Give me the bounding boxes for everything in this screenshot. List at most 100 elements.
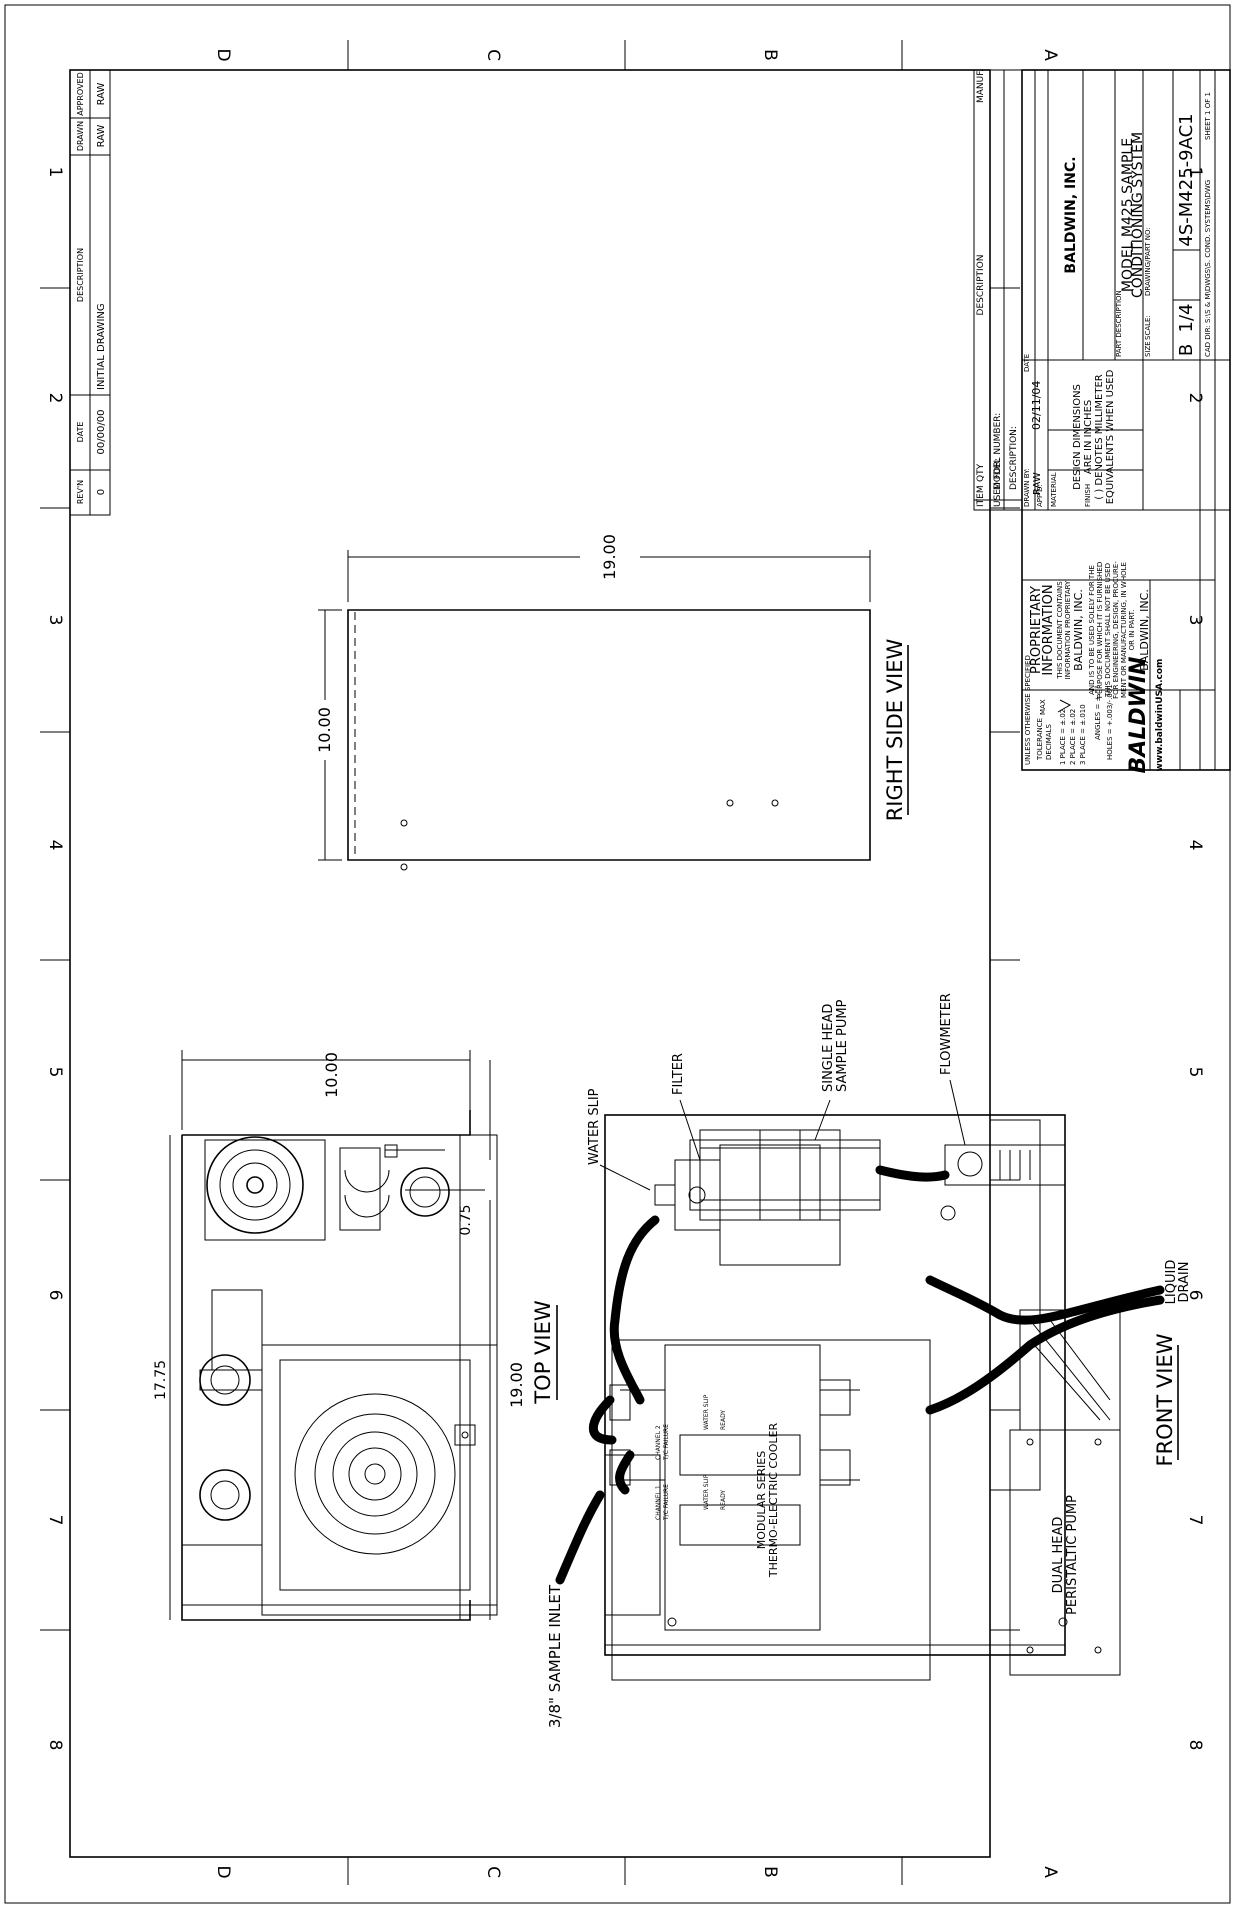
cooler-label-8: READY (720, 1490, 727, 1510)
zone-number-right-8: 8 (1185, 1740, 1205, 1751)
cooler-label-1: CHANNEL 2 (655, 1425, 662, 1460)
zone-number-right-5: 5 (1185, 1067, 1205, 1078)
zone-number-left-6: 6 (45, 1290, 65, 1301)
callout-single-head-pump-2: SAMPLE PUMP (835, 999, 850, 1092)
tb-finish-mark: MAX (1039, 699, 1047, 715)
cooler-label-6: T/C FAILURE (663, 1484, 670, 1521)
tb-proprietary-10: MENT OR MANUFACTURING, IN WHOLE (1120, 562, 1128, 698)
zone-number-left-1: 1 (45, 167, 65, 178)
tb-proprietary-9: FOR ENGINEERING, DESIGN, PROCURE- (1112, 561, 1120, 699)
finish-check-icon (1057, 699, 1072, 713)
tb-part-description-2: CONDITIONING SYSTEM (1130, 132, 1146, 298)
zone-number-right-1: 1 (1185, 167, 1205, 178)
rev-header-date: DATE (76, 422, 85, 443)
tb-design-dims-4: EQUIVALENTS WHEN USED (1105, 369, 1116, 504)
tb-proprietary-5: BALDWIN, INC. (1072, 589, 1085, 671)
side-height-dimension: 10.00 (315, 707, 334, 753)
dual-pump-label-1: DUAL HEAD (1051, 1517, 1066, 1594)
tb-drawing-part-no: 4S-M425-9AC1 (1176, 113, 1197, 246)
tb-website: www.baldwinUSA.com (1155, 659, 1165, 772)
tb-tolerance-5: 2 PLACE = ±.02 (1069, 709, 1077, 765)
tb-proprietary-2: INFORMATION (1041, 584, 1056, 675)
zone-letter-bottom-a: A (1040, 1866, 1060, 1878)
cooler-label-title-1: MODULAR SERIES (755, 1451, 768, 1549)
tb-tolerance-1: UNLESS OTHERWISE SPECIFIED (1024, 655, 1032, 765)
tb-manuf-label: MANUF. (976, 69, 986, 103)
zone-ticks (40, 40, 1020, 1885)
title-block: MANUF. DESCRIPTION QTY ITEM USED FOR: MO… (973, 69, 1231, 773)
tb-tolerance-7: ANGLES = ±.5° (1094, 685, 1102, 740)
tb-scale: 1/4 (1176, 304, 1197, 333)
zone-number-left-4: 4 (45, 840, 65, 851)
hose-loop (588, 1395, 617, 1445)
zone-number-left-5: 5 (45, 1067, 65, 1078)
right-side-view: 19.00 10.00 RIGHT SIDE VIEW (315, 534, 909, 871)
callout-water-slip: WATER SLIP (587, 1088, 602, 1165)
tb-date-label: DATE (1023, 354, 1031, 372)
callouts: WATER SLIP FILTER SINGLE HEAD SAMPLE PUM… (546, 993, 1192, 1728)
tb-date: 02/11/04 (1030, 381, 1043, 430)
rev-header-approved: APPROVED (76, 72, 85, 116)
tb-proprietary-7: PURPOSE FOR WHICH IT IS FURNISHED (1096, 562, 1104, 698)
tb-cad-dir: CAD DIR: S:\S & M\DWGS\S. COND. SYSTEMS\… (1204, 180, 1212, 357)
callout-sample-inlet: 3/8" SAMPLE INLET (546, 1584, 564, 1728)
zone-number-left-8: 8 (45, 1740, 65, 1751)
outer-border (4, 4, 1231, 1904)
tb-design-dims-3: ( ) DENOTES MILLIMETER (1094, 374, 1105, 500)
tb-proprietary-6: AND IS TO BE USED SOLELY FOR THE (1088, 565, 1096, 695)
tb-size: B (1176, 344, 1197, 356)
front-view: CHANNEL 2 T/C FAILURE WATER SLIP READY C… (555, 1114, 1179, 1681)
tb-tolerance-4: 1 PLACE = ±.02 (1059, 709, 1067, 765)
rev-header-drawn: DRAWN (76, 121, 85, 151)
top-inner-dimension: 17.75 (153, 1360, 169, 1400)
front-view-label: FRONT VIEW (1153, 1333, 1177, 1466)
tb-tolerance-8: HOLES = +.003/-.001 (1106, 684, 1114, 760)
zone-number-right-6: 6 (1185, 1290, 1205, 1301)
dual-pump-label-2: PERISTALTIC PUMP (1065, 1495, 1080, 1615)
tb-drawn-by: RAW (1032, 472, 1043, 495)
hose-flowmeter (875, 1165, 950, 1182)
callout-single-head-pump-1: SINGLE HEAD (821, 1004, 836, 1092)
hose-liquid-drain-1 (925, 1275, 1165, 1325)
top-view-label: TOP VIEW (531, 1300, 555, 1405)
hose-channel-1 (615, 1450, 635, 1495)
tb-proprietary-3: THIS DOCUMENT CONTAINS (1056, 581, 1064, 680)
zone-number-right-4: 4 (1185, 840, 1205, 851)
top-height-dimension: 10.00 (322, 1052, 341, 1098)
rev-row-drawn: RAW (96, 125, 107, 148)
rev-row-revn: 0 (96, 489, 107, 495)
tb-company: BALDWIN, INC. (1063, 156, 1079, 273)
tb-material-label: MATERIAL (1050, 472, 1058, 507)
cooler-label-title-2: THERMO-ELECTRIC COOLER (767, 1423, 780, 1579)
zone-letter-top-b: B (760, 49, 780, 61)
tb-item-label: ITEM (976, 485, 986, 507)
side-width-dimension: 19.00 (600, 534, 619, 580)
callout-liquid-drain-2: DRAIN (1177, 1262, 1192, 1303)
tb-model-number-label: MODEL NUMBER: (993, 413, 1003, 490)
zone-letter-bottom-d: D (213, 1865, 233, 1878)
tb-scale-label: SCALE: (1144, 315, 1152, 340)
tb-used-for-label: USED FOR: (993, 458, 1003, 507)
revision-block: REV'N DATE DESCRIPTION DRAWN APPROVED 0 … (69, 69, 111, 516)
zone-number-left-2: 2 (45, 393, 65, 404)
tb-drawing-part-label: DRAWING/PART NO: (1144, 227, 1152, 296)
rev-header-revn: REV'N (76, 480, 85, 504)
top-small-dimension: 0.75 (458, 1204, 474, 1235)
tb-design-dims-2: ARE IN INCHES (1083, 400, 1094, 475)
tb-tolerance-3: DECIMALS (1045, 724, 1053, 760)
zone-number-left-3: 3 (45, 615, 65, 626)
zone-number-right-3: 3 (1185, 615, 1205, 626)
rev-row-date: 00/00/00 (96, 410, 107, 455)
zone-letter-top-c: C (483, 49, 503, 61)
hose-sample-inlet (555, 1490, 605, 1585)
cooler-label-4: READY (720, 1410, 727, 1430)
tb-proprietary-1: PROPRIETARY (1029, 586, 1044, 674)
rev-header-description: DESCRIPTION (76, 248, 85, 302)
zone-letter-bottom-c: C (483, 1866, 503, 1878)
tb-description2-label: DESCRIPTION: (1009, 426, 1019, 490)
callout-flowmeter: FLOWMETER (939, 993, 954, 1075)
zone-letter-top-d: D (213, 48, 233, 61)
tb-finish-label: FINISH (1084, 484, 1092, 507)
tb-tolerance-6: 3 PLACE = ±.010 (1079, 704, 1087, 765)
